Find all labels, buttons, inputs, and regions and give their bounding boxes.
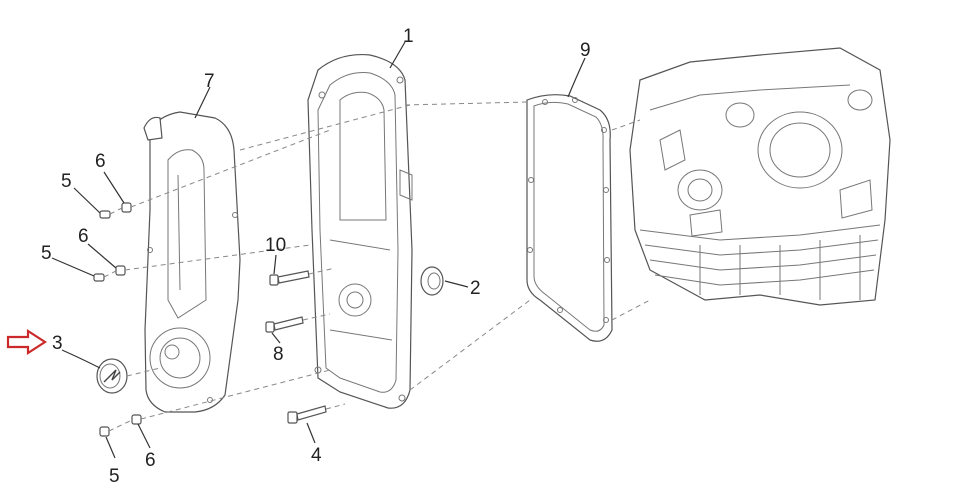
leader-lines [51,41,586,459]
callout-3: 3 [52,333,63,354]
callout-5-upper: 5 [61,171,72,192]
bolt-part-10 [269,270,310,286]
screw-5-lower [99,426,110,437]
assembly-lines [103,101,651,432]
dowel-6-middle [115,265,126,276]
callout-4: 4 [311,445,322,466]
screw-5-upper [99,210,111,219]
crankcase-block [629,47,891,306]
gasket-part-9 [526,94,613,342]
inner-housing-part-1 [307,53,413,409]
callout-2: 2 [470,278,481,299]
dowel-6-lower [131,414,142,425]
bolt-part-4 [287,405,327,424]
bolt-part-8 [265,316,304,333]
dowel-6-upper [121,202,132,213]
callout-5-middle: 5 [41,243,52,264]
right-arrow-icon [6,328,48,356]
callout-9: 9 [580,40,591,61]
cap-part-3 [96,358,128,394]
callout-8: 8 [273,344,284,365]
outer-cover-part-7 [143,111,241,413]
callout-5-lower: 5 [109,466,120,487]
callout-6-lower: 6 [145,450,156,471]
callout-6-middle: 6 [78,226,89,247]
callout-1: 1 [403,26,414,47]
oil-seal-part-2 [420,266,444,296]
callout-6-upper: 6 [95,151,106,172]
callout-10: 10 [265,235,286,256]
callout-7: 7 [204,71,215,92]
screw-5-middle [93,273,105,282]
